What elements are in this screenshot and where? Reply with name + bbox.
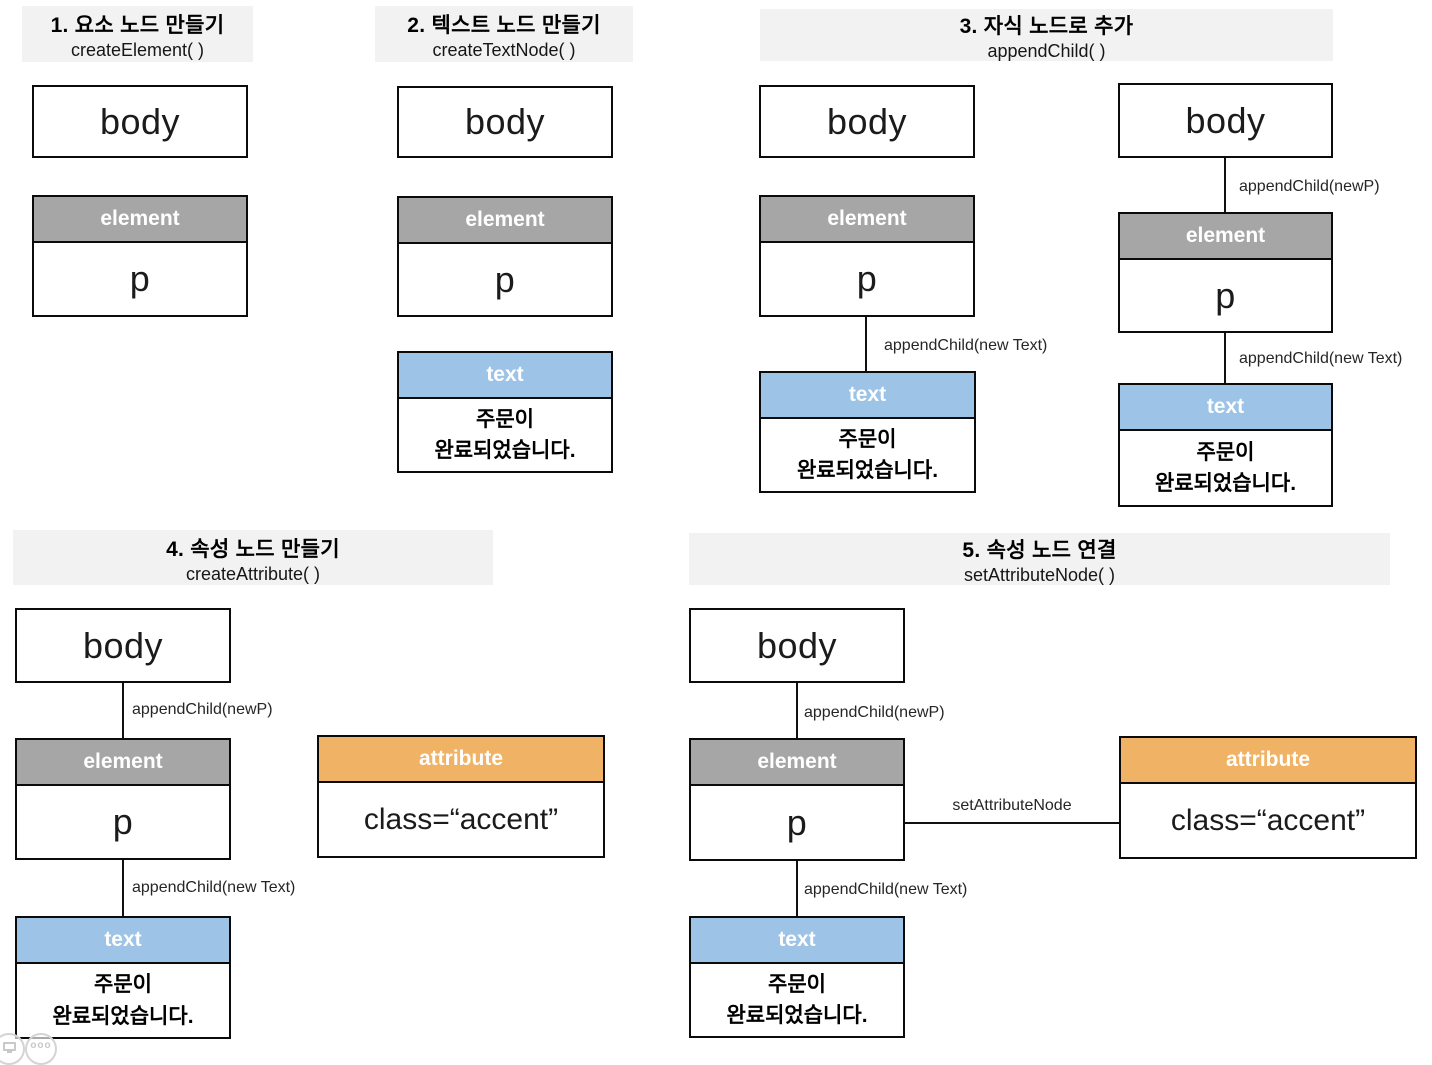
s4-attribute-node: attribute class=“accent”	[317, 735, 605, 858]
s3-right-append-text-label: appendChild(new Text)	[1239, 350, 1403, 367]
s5-append-text-label: appendChild(new Text)	[804, 881, 968, 898]
section-1-header: 1. 요소 노드 만들기 createElement( )	[22, 6, 253, 62]
section-4-header: 4. 속성 노드 만들기 createAttribute( )	[13, 530, 493, 585]
s3-left-append-text-label: appendChild(new Text)	[884, 337, 1048, 354]
s3-right-body-node: body	[1118, 83, 1333, 158]
s3-left-text-node-value: 주문이 완료되었습니다.	[761, 419, 974, 491]
s5-body-node: body	[689, 608, 905, 683]
section-1-method: createElement( )	[70, 40, 205, 60]
section-3-method: appendChild( )	[987, 41, 1106, 61]
s1-element-node: element p	[32, 195, 248, 317]
s4-append-text-label: appendChild(new Text)	[132, 879, 296, 896]
s3-right-append-newp-label: appendChild(newP)	[1239, 178, 1380, 195]
section-5-method: setAttributeNode( )	[963, 565, 1116, 585]
s2-body-node: body	[397, 86, 613, 158]
s3-left-p-to-text-connector	[865, 317, 867, 371]
section-4-title: 4. 속성 노드 만들기	[166, 537, 340, 561]
s1-element-node-value: p	[129, 258, 151, 299]
section-2-method: createTextNode( )	[432, 40, 576, 60]
s2-text-node-value: 주문이 완료되었습니다.	[399, 399, 611, 471]
s2-element-node-header: element	[399, 198, 611, 244]
s5-text-line-1: 주문이	[768, 972, 826, 996]
s3-right-p-to-text-connector	[1224, 333, 1226, 383]
s3-right-text-node-header: text	[1120, 385, 1331, 431]
s5-attribute-node: attribute class=“accent”	[1119, 736, 1417, 859]
s3-left-body-node: body	[759, 85, 975, 158]
s5-text-node-value: 주문이 완료되었습니다.	[691, 964, 903, 1036]
s4-element-node-header: element	[17, 740, 229, 786]
s5-element-node: element p	[689, 738, 905, 861]
s5-element-node-header: element	[691, 740, 903, 786]
s1-body-node: body	[32, 85, 248, 158]
section-5-title: 5. 속성 노드 연결	[962, 539, 1117, 562]
screen-capture-overlay-button[interactable]	[0, 1033, 25, 1065]
s5-element-node-value: p	[786, 801, 808, 843]
s3-right-body-to-element-connector	[1224, 158, 1226, 212]
s3-left-element-node: element p	[759, 195, 975, 317]
s5-attribute-node-value: class=“accent”	[1170, 803, 1366, 837]
section-2-title: 2. 텍스트 노드 만들기	[407, 14, 601, 37]
s5-body-label: body	[756, 624, 838, 666]
more-dots-icon: ooo	[30, 1039, 52, 1051]
s4-element-node: element p	[15, 738, 231, 860]
s2-text-node-header: text	[399, 353, 611, 399]
section-2-header: 2. 텍스트 노드 만들기 createTextNode( )	[375, 6, 633, 62]
s5-attribute-node-header: attribute	[1121, 738, 1415, 784]
s4-append-newp-label: appendChild(newP)	[132, 701, 273, 718]
s3-right-text-node-value: 주문이 완료되었습니다.	[1120, 431, 1331, 505]
s4-attribute-node-header: attribute	[319, 737, 603, 783]
s4-text-node-value: 주문이 완료되었습니다.	[17, 964, 229, 1037]
s3-right-element-node: element p	[1118, 212, 1333, 333]
s2-text-line-1: 주문이	[476, 407, 534, 431]
section-5-header: 5. 속성 노드 연결 setAttributeNode( )	[689, 533, 1390, 585]
s1-element-node-header: element	[34, 197, 246, 243]
monitor-icon	[2, 1042, 16, 1053]
s3-right-text-node: text 주문이 완료되었습니다.	[1118, 383, 1333, 507]
s5-p-to-text-connector	[796, 861, 798, 916]
s3-right-element-node-header: element	[1120, 214, 1331, 260]
s4-text-line-1: 주문이	[94, 973, 152, 996]
s2-body-label: body	[464, 101, 546, 142]
s2-element-node-value: p	[494, 258, 516, 300]
s1-body-label: body	[99, 100, 181, 142]
section-3-title: 3. 자식 노드로 추가	[959, 15, 1134, 38]
s3-left-element-node-value: p	[856, 258, 878, 299]
s4-text-line-2: 완료되었습니다.	[52, 1004, 194, 1028]
section-1-title: 1. 요소 노드 만들기	[50, 14, 225, 37]
s5-p-to-attribute-connector	[905, 822, 1119, 824]
more-options-overlay-button[interactable]: ooo	[25, 1033, 57, 1065]
s3-left-text-line-1: 주문이	[838, 427, 897, 451]
s2-text-line-2: 완료되었습니다.	[434, 439, 576, 462]
section-4-method: createAttribute( )	[185, 563, 321, 584]
s3-left-text-node-header: text	[761, 373, 974, 419]
s3-right-text-line-2: 완료되었습니다.	[1154, 472, 1297, 495]
s4-attribute-node-value: class=“accent”	[363, 802, 559, 836]
s3-left-text-node: text 주문이 완료되었습니다.	[759, 371, 976, 493]
s5-append-newp-label: appendChild(newP)	[804, 704, 945, 721]
s5-text-node: text 주문이 완료되었습니다.	[689, 916, 905, 1038]
s3-right-element-node-value: p	[1215, 274, 1236, 316]
s4-text-node-header: text	[17, 918, 229, 964]
s2-text-node: text 주문이 완료되었습니다.	[397, 351, 613, 473]
s2-element-node: element p	[397, 196, 613, 317]
s4-element-node-value: p	[112, 801, 134, 842]
s5-body-to-element-connector	[796, 683, 798, 738]
s4-body-label: body	[82, 624, 164, 666]
section-3-header: 3. 자식 노드로 추가 appendChild( )	[760, 9, 1333, 61]
s3-left-text-line-2: 완료되었습니다.	[796, 459, 939, 482]
s3-right-text-line-1: 주문이	[1196, 440, 1255, 464]
s3-right-body-label: body	[1185, 99, 1266, 141]
s5-text-node-header: text	[691, 918, 903, 964]
s3-left-element-node-header: element	[761, 197, 973, 243]
s4-text-node: text 주문이 완료되었습니다.	[15, 916, 231, 1039]
s4-p-to-text-connector	[122, 860, 124, 916]
s5-text-line-2: 완료되었습니다.	[726, 1004, 868, 1027]
s4-body-node: body	[15, 608, 231, 683]
s4-body-to-element-connector	[122, 683, 124, 738]
s5-set-attribute-node-label: setAttributeNode	[952, 797, 1072, 814]
s3-left-body-label: body	[826, 100, 908, 142]
